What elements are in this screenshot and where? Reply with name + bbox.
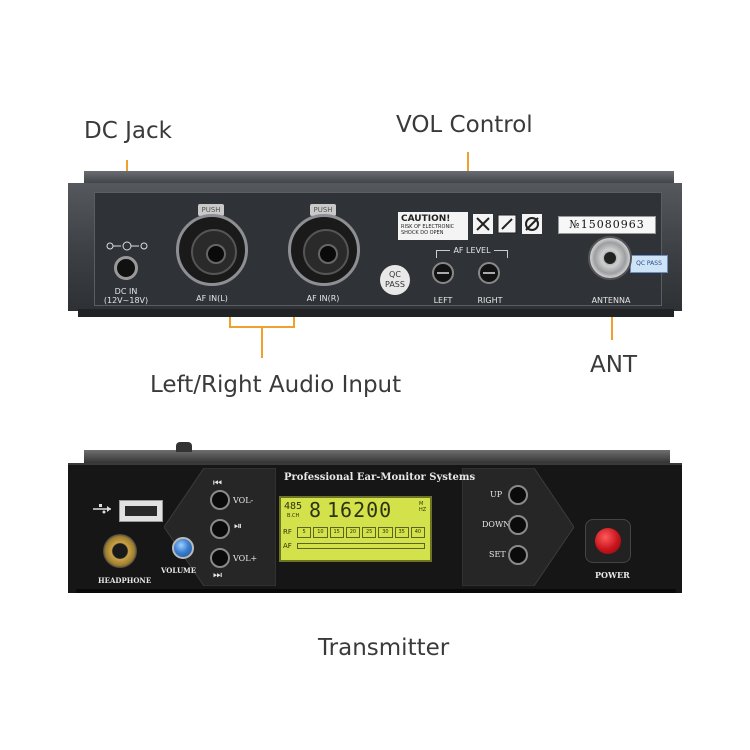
antenna-connector[interactable] [588,236,632,280]
lcd-scale-cell: 5 [297,527,312,538]
vol-plus-label: VOL+ [233,554,258,563]
dc-jack[interactable] [114,256,138,280]
af-right-label: RIGHT [477,296,503,305]
play-pause-icon: ⏯ [234,521,242,532]
headphone-label: HEADPHONE [98,576,152,585]
up-label: UP [490,490,503,499]
lcd-scale-cell: 15 [329,527,344,538]
qc-label: QC [389,270,401,279]
vol-minus-button[interactable] [210,490,230,510]
callout-vol-control: VOL Control [396,112,533,138]
callout-antenna: ANT [590,352,637,378]
power-label: POWER [595,570,630,580]
af-in-left-label: AF IN(L) [196,294,228,303]
front-panel-top [84,450,670,465]
usb-port[interactable] [119,500,163,522]
leader-audio-bracket-right [293,316,295,328]
down-button[interactable] [508,515,528,535]
lcd-frequency: 16200 [327,498,393,522]
lcd-channel: 485 [284,501,303,512]
lcd-rf-label: RF [283,528,292,536]
leader-audio-stem [261,326,263,358]
front-title: Professional Ear-Monitor Systems [284,472,476,483]
usb-icon [93,504,111,514]
back-panel-top-edge [84,171,674,185]
prev-icon: ⏮ [213,478,222,489]
front-panel-bottom [76,589,676,593]
af-in-right-label: AF IN(R) [306,294,340,303]
dc-polarity-icon [106,241,148,251]
pass-label: PASS [385,280,405,289]
recycle-icon [522,214,542,234]
qc-pass-sticker: QC PASS [380,265,410,295]
antenna-label: ANTENNA [591,296,631,305]
lcd-scale-cell: 35 [394,527,409,538]
dc-in-label: DC IN [114,287,138,296]
set-button[interactable] [508,545,528,565]
lcd-digit: 8 [309,498,322,522]
antenna-stub [176,442,192,452]
af-in-right-jack[interactable] [288,214,360,286]
dc-voltage-label: (12V~18V) [103,296,149,305]
lcd-ch-label: B.CH [287,513,300,519]
headphone-jack[interactable] [103,534,137,568]
af-in-left-jack[interactable] [176,214,248,286]
af-level-label: AF LEVEL [450,246,494,255]
push-tab-left[interactable]: PUSH [198,204,224,216]
lcd-scale-cell: 25 [362,527,377,538]
lcd-scale-cell: 30 [378,527,393,538]
volume-label: VOLUME [161,566,197,575]
play-pause-button[interactable] [210,519,230,539]
no-disassemble-icon [497,214,517,234]
callout-audio-input: Left/Right Audio Input [150,372,402,398]
lcd-unit: MHZ [419,501,427,513]
caution-label: CAUTION! RISK OF ELECTRONIC SHOCK DO OPE… [398,212,468,240]
serial-number: №15080963 [558,216,656,234]
back-panel-bottom-edge [78,309,674,317]
volume-knob[interactable] [172,537,194,559]
caution-line1: RISK OF ELECTRONIC [401,224,455,230]
down-label: DOWN [482,520,511,529]
caution-title: CAUTION! [401,214,451,224]
tools-icon [473,214,493,234]
vol-plus-button[interactable] [210,548,230,568]
lcd-scale-cell: 40 [410,527,425,538]
caution-line2: SHOCK DO OPEN [401,230,444,236]
callout-transmitter: Transmitter [318,635,450,661]
next-icon: ⏭ [213,570,222,581]
push-tab-right[interactable]: PUSH [310,204,336,216]
leader-antenna [611,300,613,340]
af-level-right-knob[interactable] [478,262,500,284]
lcd-scale-cell: 10 [313,527,328,538]
set-label: SET [489,550,506,559]
power-button[interactable] [595,528,621,554]
qc-pass-blue-sticker: QC PASS [630,255,668,273]
af-left-label: LEFT [433,296,453,305]
af-level-left-knob[interactable] [432,262,454,284]
lcd-scale-cell: 20 [345,527,360,538]
power-button-bezel [585,519,631,563]
vol-minus-label: VOL- [233,496,254,505]
up-button[interactable] [508,485,528,505]
callout-dc-jack: DC Jack [84,118,172,144]
leader-audio-bracket-left [229,316,231,328]
lcd-af-bar [297,543,425,549]
lcd-af-label: AF [283,542,292,550]
